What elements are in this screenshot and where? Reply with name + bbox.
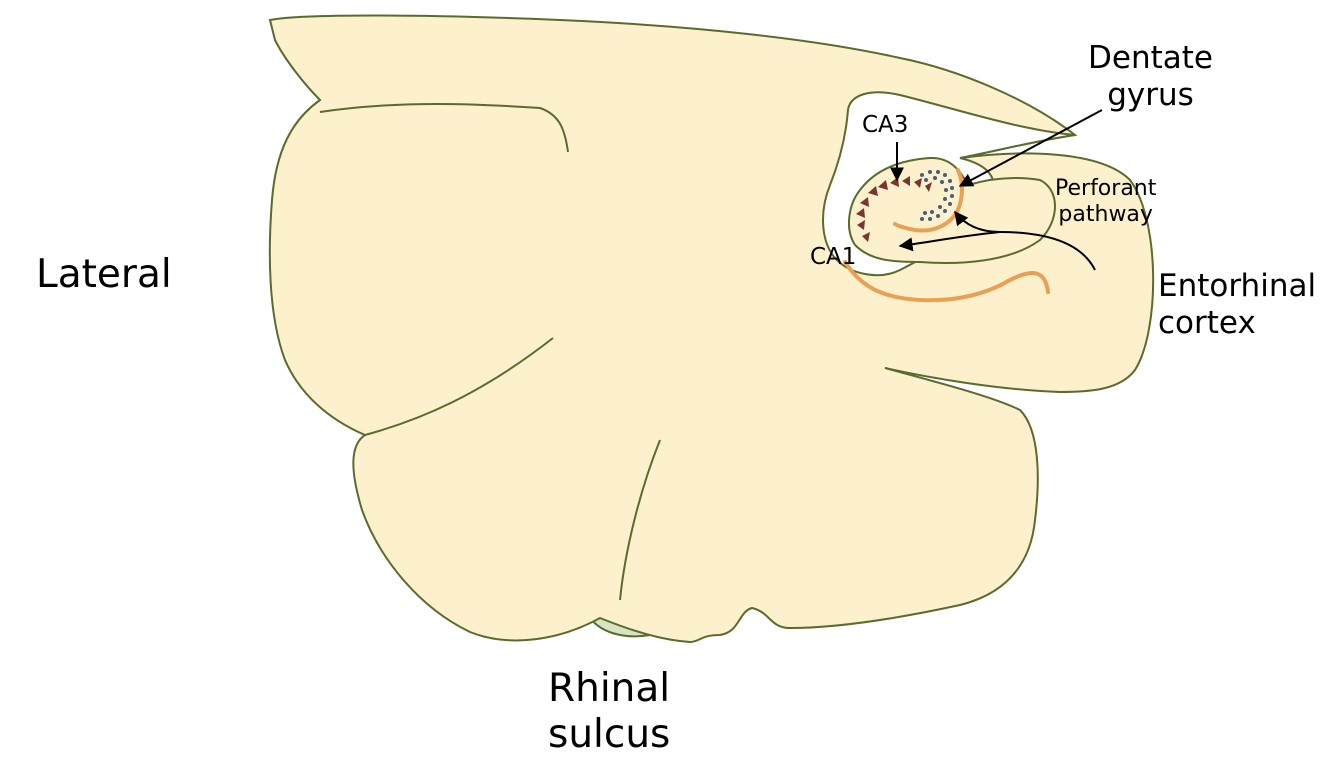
pyramidal-layer	[843, 168, 1050, 303]
perforant-pathway-arrow-1	[954, 210, 1096, 271]
rhinal-sulcus-line2: sulcus	[548, 712, 671, 758]
entorhinal-line1: Entorhinal	[1158, 268, 1317, 304]
perforant-line2: pathway	[1058, 201, 1153, 227]
dentate-gyrus-line2: gyrus	[1107, 76, 1194, 113]
ca3-label: CA3	[862, 112, 909, 138]
pyramidal-cells	[856, 176, 932, 242]
perforant-line1: Perforant	[1055, 176, 1157, 201]
entorhinal-cortex-label: Entorhinal cortex	[1158, 268, 1316, 341]
annotation-arrows	[890, 109, 1103, 271]
brain-section	[268, 14, 1155, 644]
perforant-pathway-label: Perforant pathway	[1055, 176, 1156, 228]
brain-folds	[319, 103, 661, 601]
hippocampus-body	[848, 156, 1056, 264]
perforant-pathway-arrow-2	[898, 231, 1001, 252]
dentate-gyrus-line1: Dentate	[1088, 40, 1213, 76]
ca1-label: CA1	[810, 244, 857, 270]
entorhinal-line2: cortex	[1158, 304, 1256, 341]
dentate-gyrus-label: Dentate gyrus	[1088, 40, 1213, 113]
granule-cells	[920, 170, 954, 221]
rhinal-sulcus-label: Rhinal sulcus	[548, 666, 670, 758]
lateral-label: Lateral	[36, 252, 172, 297]
rhinal-sulcus-line1: Rhinal	[548, 666, 671, 711]
dentate-gyrus-arrow	[958, 109, 1103, 187]
